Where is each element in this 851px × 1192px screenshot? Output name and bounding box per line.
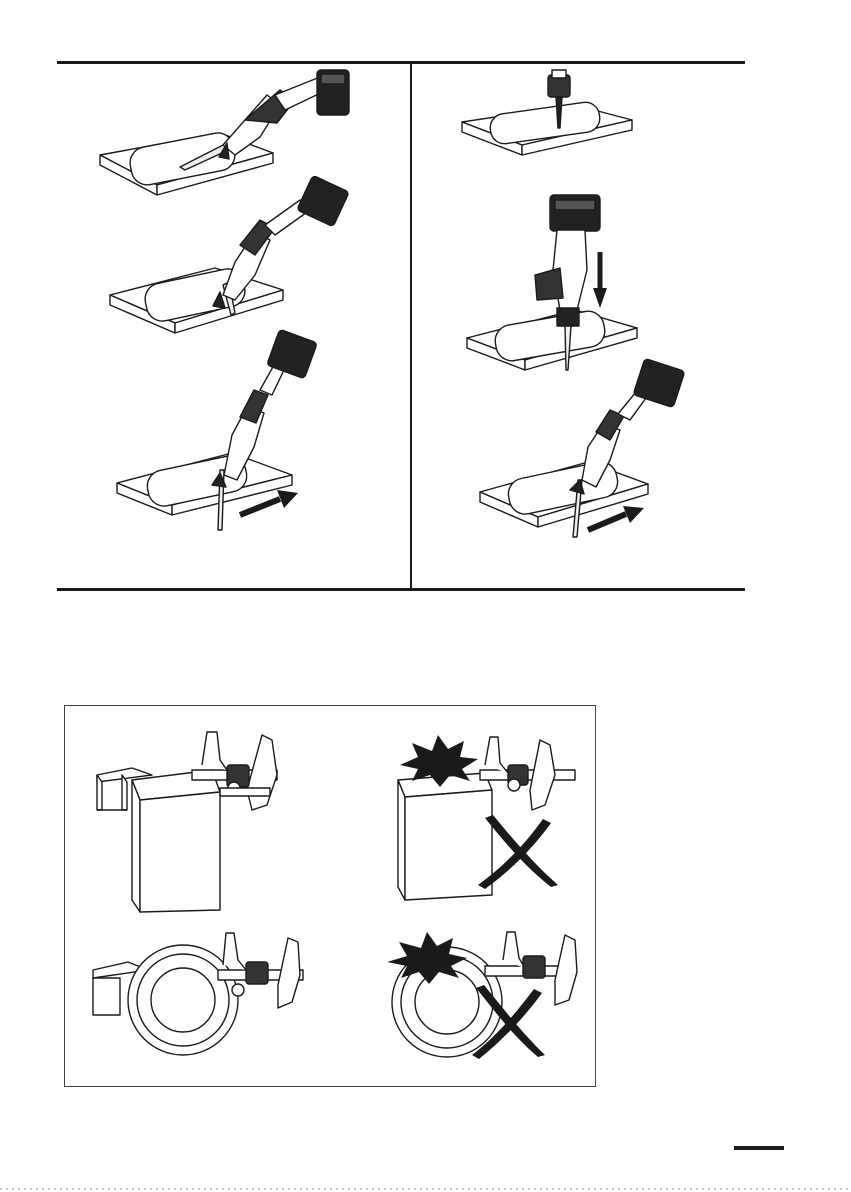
x-mark-icon (468, 985, 548, 1060)
top-frame-rule (57, 61, 745, 64)
illustration-plunge-tilt (105, 180, 395, 345)
illustration-correct-pipe-clamp (88, 930, 308, 1060)
arrow-down (593, 252, 607, 308)
scan-edge (0, 1188, 851, 1190)
illustration-pre-drill (460, 70, 640, 165)
illustration-cut-forward (478, 362, 698, 542)
illustration-insert-blade (465, 190, 645, 380)
page-number-mark (734, 1146, 784, 1150)
x-mark-icon (473, 815, 563, 890)
bottom-frame-rule (57, 588, 745, 591)
illustration-correct-block-clamp (92, 730, 292, 920)
center-divider (410, 62, 412, 590)
illustration-plunge-cut (112, 335, 342, 535)
